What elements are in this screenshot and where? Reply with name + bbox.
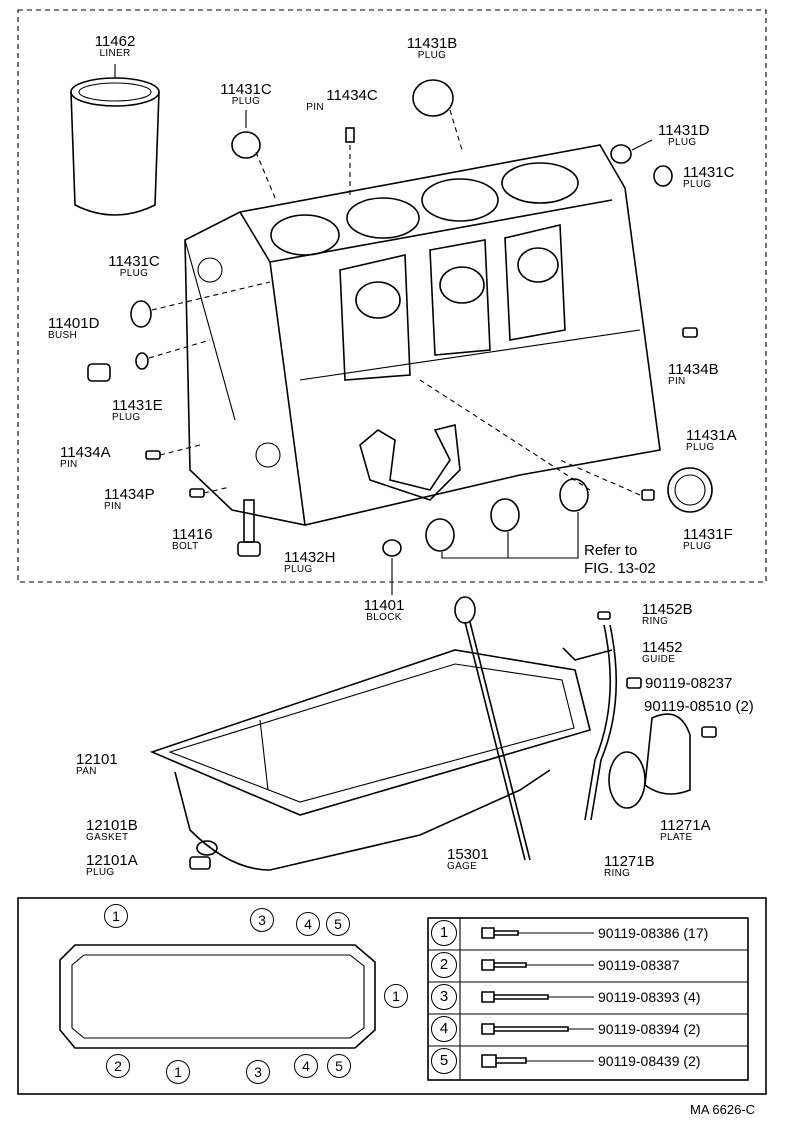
guide-tube-shape bbox=[562, 611, 717, 821]
callout-top-5: 5 bbox=[326, 912, 350, 936]
callout-top-3: 3 bbox=[250, 908, 274, 932]
callout-bottom-4: 4 bbox=[294, 1054, 318, 1078]
table-key-1: 1 bbox=[431, 920, 457, 946]
table-key-2: 2 bbox=[431, 952, 457, 978]
callout-bottom-5: 5 bbox=[327, 1054, 351, 1078]
liner-shape bbox=[70, 64, 160, 216]
table-part-4: 90119-08394 (2) bbox=[598, 1021, 701, 1037]
bolt-table-frame bbox=[427, 917, 749, 1081]
callout-top-1: 1 bbox=[104, 904, 128, 928]
legend-frame bbox=[17, 897, 767, 1095]
bolt-08237-label: 90119-08237 bbox=[645, 675, 733, 692]
callout-right-1: 1 bbox=[384, 984, 408, 1008]
gage-shape bbox=[454, 596, 531, 861]
table-part-1: 90119-08386 (17) bbox=[598, 925, 709, 941]
callout-top-4: 4 bbox=[296, 912, 320, 936]
table-key-4: 4 bbox=[431, 1016, 457, 1042]
gasket-diagram bbox=[59, 944, 376, 1049]
callout-bottom-3: 3 bbox=[246, 1060, 270, 1084]
table-part-5: 90119-08439 (2) bbox=[598, 1053, 701, 1069]
bolt-08510-label: 90119-08510 (2) bbox=[644, 698, 754, 715]
engine-block-shape bbox=[184, 144, 661, 526]
oil-pan-shape bbox=[149, 649, 591, 871]
callout-bottom-2: 2 bbox=[106, 1054, 130, 1078]
table-key-5: 5 bbox=[431, 1048, 457, 1074]
bearing-shells bbox=[425, 478, 589, 559]
bolt-11416-shape bbox=[237, 499, 261, 557]
callout-bottom-1: 1 bbox=[166, 1060, 190, 1084]
figure-code: MA 6626-C bbox=[690, 1102, 756, 1117]
table-part-3: 90119-08393 (4) bbox=[598, 989, 701, 1005]
table-key-3: 3 bbox=[431, 984, 457, 1010]
bolt-icons bbox=[481, 927, 594, 1068]
table-part-2: 90119-08387 bbox=[598, 957, 680, 973]
